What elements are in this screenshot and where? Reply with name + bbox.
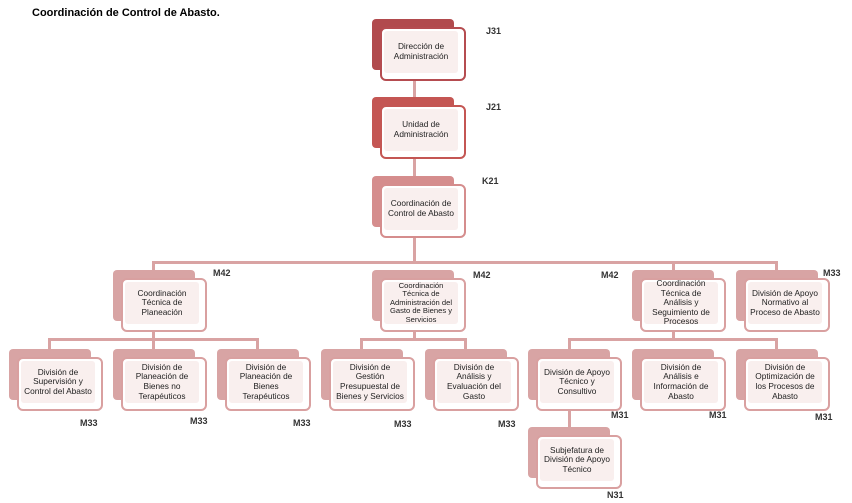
connector: [360, 338, 363, 350]
connector: [413, 79, 416, 99]
node-label: División de Análisis e Información de Ab…: [644, 361, 718, 403]
level-code: M42: [601, 270, 619, 280]
connector: [152, 331, 155, 340]
node-label: División de Apoyo Técnico y Consultivo: [540, 361, 614, 403]
level-code: M42: [213, 268, 231, 278]
connector: [413, 158, 416, 178]
connector: [413, 331, 416, 340]
org-node-unidad-administracion: Unidad de Administración: [372, 97, 466, 159]
connector: [568, 338, 571, 350]
node-label: Unidad de Administración: [384, 109, 458, 151]
level-code: J21: [486, 102, 502, 112]
node-label: Dirección de Administración: [384, 31, 458, 73]
connector: [775, 261, 778, 271]
org-node-div-analisis-informacion: División de Análisis e Información de Ab…: [632, 349, 726, 411]
connector: [775, 338, 778, 350]
level-code: M33: [293, 418, 311, 428]
org-node-ct-analisis-seguimiento: Coordinación Técnica de Análisis y Segui…: [632, 270, 726, 332]
org-node-div-planeacion-terapeuticos: División de Planeación de Bienes Terapéu…: [217, 349, 311, 411]
org-node-div-analisis-evaluacion-gasto: División de Análisis y Evaluación del Ga…: [425, 349, 519, 411]
connector: [360, 338, 467, 341]
org-node-coordinacion-control-abasto: Coordinación de Control de Abasto: [372, 176, 466, 238]
org-node-subjefatura-apoyo-tecnico: Subjefatura de División de Apoyo Técnico: [528, 427, 622, 489]
connector: [48, 338, 51, 350]
level-code: J31: [486, 26, 502, 36]
org-node-ct-administracion-gasto: Coordinación Técnica de Administración d…: [372, 270, 466, 332]
node-label: División de Planeación de Bienes no Tera…: [125, 361, 199, 403]
org-node-ct-planeacion: Coordinación Técnica de Planeación: [113, 270, 207, 332]
connector: [672, 261, 675, 271]
node-label: Coordinación de Control de Abasto: [384, 188, 458, 230]
page-title: Coordinación de Control de Abasto.: [32, 7, 220, 19]
node-label: Coordinación Técnica de Administración d…: [384, 281, 458, 324]
org-node-div-apoyo-normativo: División de Apoyo Normativo al Proceso d…: [736, 270, 830, 332]
node-label: División de Optimización de los Procesos…: [748, 361, 822, 403]
node-label: División de Análisis y Evaluación del Ga…: [437, 361, 511, 403]
connector: [413, 237, 416, 263]
level-code: M33: [190, 416, 208, 426]
level-code: M31: [815, 412, 833, 422]
node-label: División de Supervisión y Control del Ab…: [21, 361, 95, 403]
connector: [256, 338, 259, 350]
org-node-direccion-administracion: Dirección de Administración: [372, 19, 466, 81]
level-code: M33: [823, 268, 841, 278]
org-node-div-supervision: División de Supervisión y Control del Ab…: [9, 349, 103, 411]
node-label: Coordinación Técnica de Planeación: [125, 282, 199, 324]
connector: [464, 338, 467, 350]
node-label: División de Gestión Presupuestal de Bien…: [333, 361, 407, 403]
node-label: División de Apoyo Normativo al Proceso d…: [748, 282, 822, 324]
node-label: División de Planeación de Bienes Terapéu…: [229, 361, 303, 403]
connector: [152, 338, 155, 350]
org-node-div-planeacion-no-terapeuticos: División de Planeación de Bienes no Tera…: [113, 349, 207, 411]
level-code: M33: [80, 418, 98, 428]
org-node-div-apoyo-tecnico: División de Apoyo Técnico y Consultivo: [528, 349, 622, 411]
connector: [568, 338, 778, 341]
level-code: M31: [611, 410, 629, 420]
connector: [568, 410, 571, 429]
connector: [152, 261, 778, 264]
node-label: Coordinación Técnica de Análisis y Segui…: [644, 278, 718, 326]
org-node-div-gestion-presupuestal: División de Gestión Presupuestal de Bien…: [321, 349, 415, 411]
level-code: K21: [482, 176, 499, 186]
level-code: N31: [607, 490, 624, 500]
level-code: M31: [709, 410, 727, 420]
connector: [672, 331, 675, 340]
level-code: M33: [394, 419, 412, 429]
connector: [152, 261, 155, 271]
level-code: M42: [473, 270, 491, 280]
org-node-div-optimizacion: División de Optimización de los Procesos…: [736, 349, 830, 411]
node-label: Subjefatura de División de Apoyo Técnico: [540, 439, 614, 481]
level-code: M33: [498, 419, 516, 429]
